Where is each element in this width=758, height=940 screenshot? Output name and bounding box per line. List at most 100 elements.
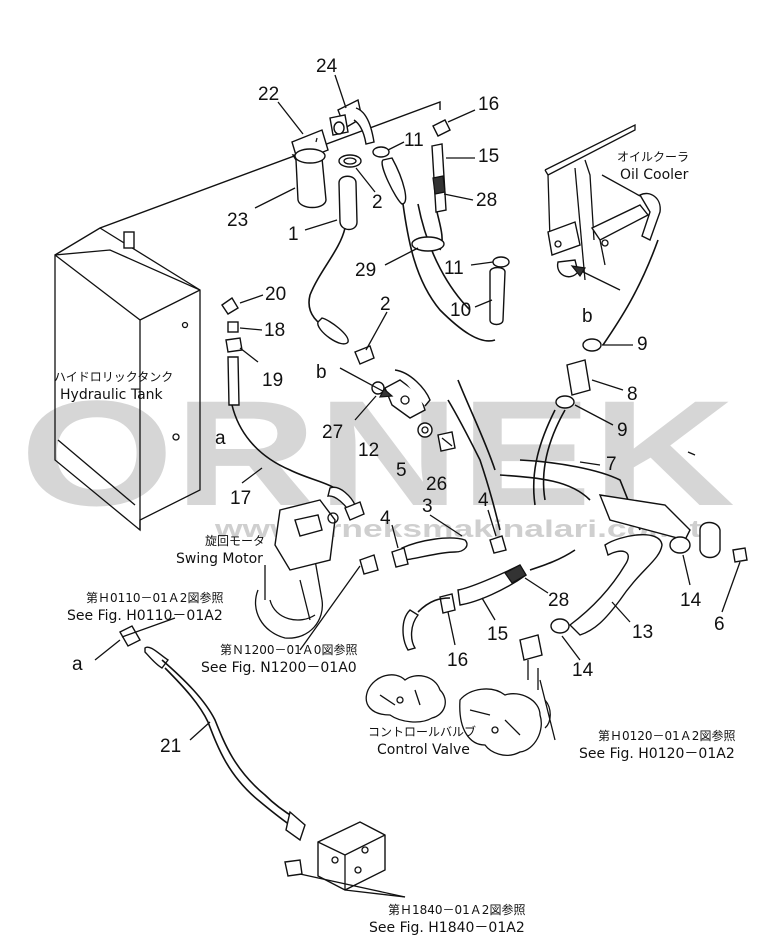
part-number: 22 <box>258 84 279 105</box>
part-number: 3 <box>422 496 433 517</box>
part-number: 11 <box>404 130 424 151</box>
ref-n1200-jp: 第Ｎ1200－01Ａ0図参照 <box>220 642 357 657</box>
clamp-2-upper <box>338 154 362 168</box>
reference-letters: a a b b <box>72 306 593 675</box>
ref-h1840-jp: 第Ｈ1840－01Ａ2図参照 <box>388 902 525 917</box>
pipe-7 <box>598 494 691 541</box>
part-number: 4 <box>380 508 391 529</box>
swing-motor <box>254 499 379 639</box>
part-number: 2 <box>380 294 391 315</box>
part-number: 28 <box>548 590 569 611</box>
clamp-11-lower <box>492 256 510 268</box>
letter-a-tank: a <box>215 428 226 449</box>
washer-5 <box>417 422 433 438</box>
pipe-17-upper <box>227 356 240 406</box>
component-labels: オイルクーラ Oil Cooler ハイドロリックタンク Hydraulic T… <box>54 150 689 758</box>
clip-16-lower <box>439 593 456 614</box>
clamp-29 <box>411 236 445 252</box>
part-number: 26 <box>426 474 447 495</box>
elbow-fitting-24 <box>329 98 375 145</box>
clamp-4-right <box>489 535 507 554</box>
letter-b-left: b <box>316 362 327 383</box>
part-number: 18 <box>264 320 285 341</box>
part-number: 28 <box>476 190 497 211</box>
part-number: 16 <box>478 94 499 115</box>
block-12 <box>384 379 426 419</box>
clamp-14-left <box>550 618 570 634</box>
swing-motor-label: Swing Motor <box>176 551 263 567</box>
part-number: 19 <box>262 370 283 391</box>
hydraulic-tank-label: Hydraulic Tank <box>60 387 164 403</box>
part-number: 15 <box>478 146 499 167</box>
part-number: 10 <box>450 300 471 321</box>
nut-19 <box>225 337 243 353</box>
letter-b-right: b <box>582 306 593 327</box>
part-number: 20 <box>265 284 286 305</box>
ref-h0110-jp: 第Ｈ0110－01Ａ2図参照 <box>86 590 223 605</box>
clamp-14-right <box>669 536 691 554</box>
oil-cooler <box>544 123 661 281</box>
part-number: 9 <box>637 334 648 355</box>
part-number: 16 <box>447 650 468 671</box>
hose-8 <box>566 359 591 396</box>
part-number: 4 <box>478 490 489 511</box>
part-number: 24 <box>316 56 338 77</box>
part-number: 12 <box>358 440 379 461</box>
leader-lines <box>94 74 741 898</box>
elbow-20 <box>221 296 239 315</box>
ref-h0110: See Fig. H0110－01A2 <box>67 608 223 624</box>
elbow-fitting-lower <box>519 634 543 661</box>
hose-piece-1 <box>338 175 358 231</box>
part-number: 5 <box>396 460 407 481</box>
part-number: 17 <box>230 488 251 509</box>
part-number: 14 <box>572 660 594 681</box>
part-number: 21 <box>160 736 181 757</box>
control-valve <box>365 674 551 756</box>
hose-21 <box>161 659 296 819</box>
figure-references: 第Ｈ0110－01Ａ2図参照 See Fig. H0110－01A2 第Ｎ120… <box>67 590 735 936</box>
part-number: 1 <box>288 224 299 245</box>
part-number: 2 <box>372 192 383 213</box>
ref-n1200: See Fig. N1200－01A0 <box>201 660 357 676</box>
fitting-6 <box>732 547 748 563</box>
part-number: 6 <box>714 614 725 635</box>
part-number: 9 <box>617 420 628 441</box>
hose-3 <box>401 537 468 561</box>
part-number: 14 <box>680 590 702 611</box>
hydraulic-tank <box>54 100 441 532</box>
oil-cooler-label: Oil Cooler <box>620 167 689 183</box>
clamp-11-upper <box>372 146 390 158</box>
clamp-9-lower <box>555 395 575 409</box>
filter-assembly <box>291 129 329 209</box>
part-number: 8 <box>627 384 638 405</box>
clamp-9-upper <box>582 338 602 352</box>
hydraulic-tank-label-jp: ハイドロリックタンク <box>54 370 173 384</box>
hose-17 <box>231 404 346 496</box>
part-number: 7 <box>606 454 617 475</box>
clip-16-upper <box>432 119 451 137</box>
control-valve-label-jp: コントロールバルブ <box>368 724 476 739</box>
hose-segment-mid <box>317 317 349 345</box>
fitting-18 <box>227 321 239 333</box>
clamp-4-left <box>391 547 409 568</box>
ref-h1840: See Fig. H1840－01A2 <box>369 920 525 936</box>
fitting-upper-21 <box>119 625 141 647</box>
ref-h0120: See Fig. H0120－01A2 <box>579 746 735 762</box>
control-valve-label: Control Valve <box>377 742 470 758</box>
part-number: 11 <box>444 258 464 279</box>
part-number: 27 <box>322 422 343 443</box>
part-number-labels: 24 22 16 11 15 2 28 23 1 29 11 10 20 18 … <box>160 56 725 757</box>
part-number: 23 <box>227 210 248 231</box>
clamp-2-lower <box>354 345 375 365</box>
part-number: 29 <box>355 260 376 281</box>
fitting-6-body <box>699 521 721 559</box>
part-number: 15 <box>487 624 508 645</box>
hose-13 <box>568 534 663 636</box>
oil-cooler-label-jp: オイルクーラ <box>617 150 689 164</box>
hose-segment-upper <box>381 157 407 205</box>
ref-h0120-jp: 第Ｈ0120－01Ａ2図参照 <box>598 728 735 743</box>
swing-motor-label-jp: 旋回モータ <box>205 534 265 548</box>
part-number: 13 <box>632 622 653 643</box>
letter-a-hose: a <box>72 654 83 675</box>
